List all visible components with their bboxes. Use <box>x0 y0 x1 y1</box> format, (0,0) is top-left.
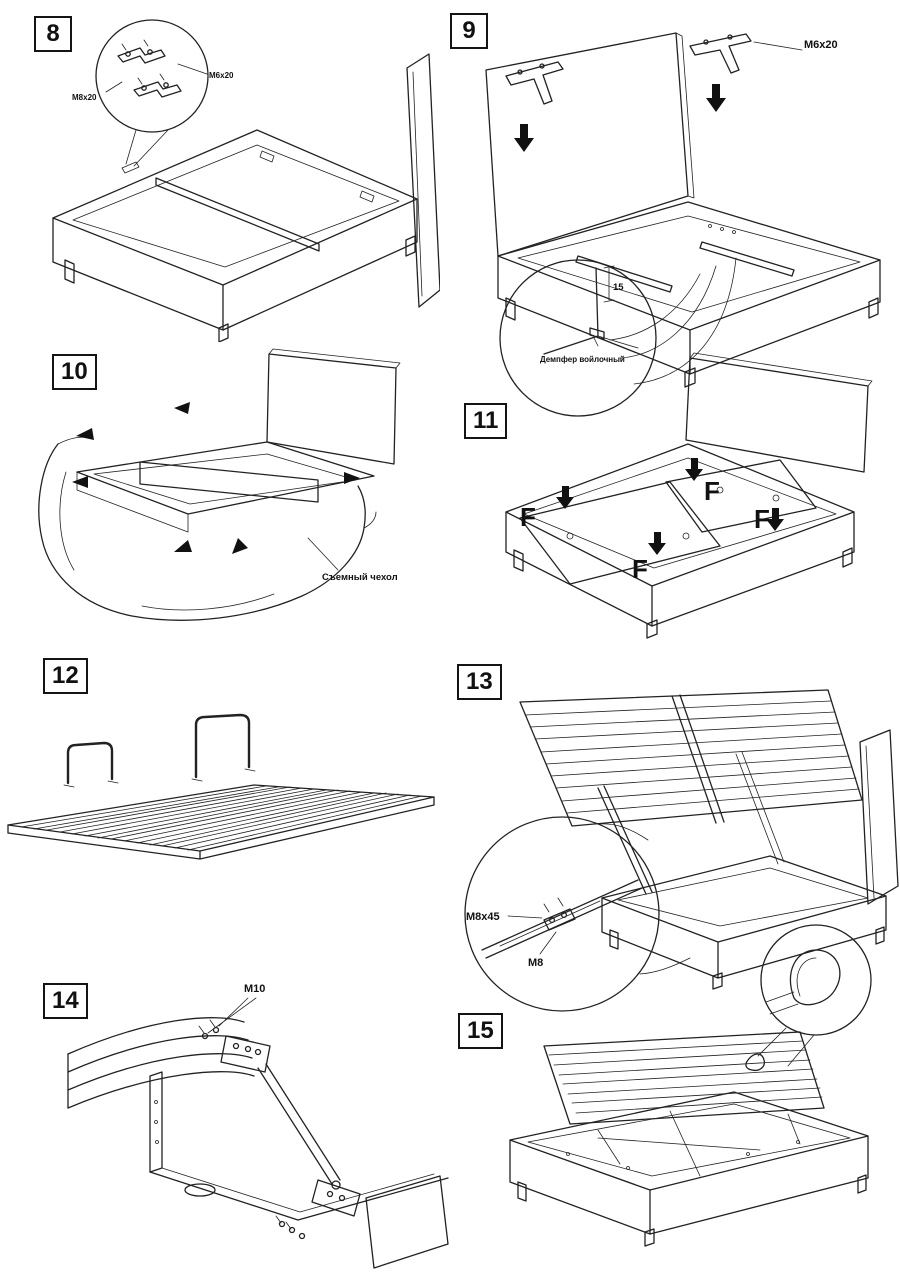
step-15-panel <box>448 924 900 1276</box>
down-arrow-icon <box>706 84 726 112</box>
bed-frame <box>601 855 887 990</box>
step-11-drawing: F F F F <box>505 352 873 639</box>
strap-callout-circle <box>760 924 872 1036</box>
mounting-bracket-left <box>505 61 564 105</box>
down-arrow-icon <box>766 508 784 531</box>
step-number: 11 <box>473 407 499 434</box>
bolt-label-m8x45: M8x45 <box>466 911 500 923</box>
frame-corner <box>149 1071 449 1269</box>
bottom-panels <box>519 459 817 585</box>
step-8-panel: M8x20 M6x20 <box>10 8 440 342</box>
step-8-number-box: 8 <box>34 16 72 52</box>
arrow-icon <box>344 472 360 484</box>
gas-struts <box>597 751 785 895</box>
arrow-icon <box>72 476 88 488</box>
felt-damper-label: Демпфер войлочный <box>540 355 625 364</box>
arrow-icon <box>174 540 192 552</box>
arrow-icon <box>232 538 248 554</box>
insert-arrows <box>556 458 784 555</box>
step-13-drawing: M8x45 M8 <box>464 689 899 1012</box>
down-arrow-icon <box>556 486 574 509</box>
damper-callout-circle <box>499 259 657 417</box>
label-leader-line <box>207 997 257 1034</box>
step-14-number-box: 14 <box>43 983 88 1019</box>
step-9-drawing: M6x20 15 Демпфер войлочный <box>485 32 881 417</box>
removable-cover <box>38 436 377 621</box>
headboard-edge <box>859 729 899 905</box>
bed-frame <box>76 441 375 533</box>
detail-callout-circle <box>95 19 209 167</box>
slat-base-corner <box>67 1017 255 1109</box>
panel-f-mark: F <box>754 504 770 534</box>
storage-box-frame <box>509 1091 869 1247</box>
panel-f-mark: F <box>632 554 648 584</box>
step-13-number-box: 13 <box>457 664 502 700</box>
hinge-bracket <box>198 1019 271 1073</box>
lifted-slat-base <box>519 689 863 827</box>
step-12-drawing <box>7 713 435 860</box>
arrow-icon <box>76 428 94 440</box>
step-10-panel: Съемный чехол <box>22 344 446 630</box>
step-14-drawing: M10 <box>67 983 449 1269</box>
down-arrow-icon <box>648 532 666 555</box>
step-11-number-box: 11 <box>464 403 508 439</box>
step-15-drawing <box>509 924 872 1247</box>
bolt-label-m8x20: M8x20 <box>72 93 97 102</box>
slat-base <box>7 784 435 860</box>
bed-frame <box>52 129 418 342</box>
step-13-panel: M8x45 M8 <box>440 658 900 1020</box>
step-9-panel: M6x20 15 Демпфер войлочный <box>448 6 900 426</box>
down-arrow-icon <box>685 458 703 481</box>
step-number: 8 <box>46 20 60 47</box>
callout-leader-curves <box>609 257 737 385</box>
panel-f-mark: F <box>520 502 536 532</box>
headboard <box>685 352 873 473</box>
bolt-label-m6x20: M6x20 <box>209 71 234 80</box>
arrow-icon <box>174 402 190 414</box>
step-12-number-box: 12 <box>43 658 88 694</box>
bolt-label-m10: M10 <box>244 983 265 995</box>
step-11-panel: F F F F <box>458 340 900 670</box>
step-number: 14 <box>52 987 79 1014</box>
callout-leader-curves <box>599 823 691 975</box>
step-number: 15 <box>467 1017 494 1044</box>
step-number: 13 <box>466 668 493 695</box>
down-arrow-icon <box>514 124 534 152</box>
headboard-edge <box>406 53 440 308</box>
bed-frame <box>505 443 855 639</box>
step-15-number-box: 15 <box>458 1013 503 1049</box>
step-number: 12 <box>52 662 79 689</box>
wire-handles <box>63 713 256 788</box>
step-9-number-box: 9 <box>450 13 488 49</box>
mounting-bracket-right <box>689 33 803 74</box>
bolt-label-m6x20: M6x20 <box>804 39 838 51</box>
dimension-label-15: 15 <box>613 282 624 293</box>
headboard <box>266 348 401 465</box>
pull-arrows <box>72 402 360 554</box>
strut-mount-callout-circle <box>464 816 660 1012</box>
step-12-panel <box>0 653 645 870</box>
step-10-drawing: Съемный чехол <box>38 348 401 621</box>
step-number: 10 <box>61 358 88 385</box>
step-number: 9 <box>462 17 476 44</box>
removable-cover-label: Съемный чехол <box>322 572 398 583</box>
nut-label-m8: M8 <box>528 957 543 969</box>
step-14-panel: M10 <box>30 972 450 1270</box>
panel-f-mark: F <box>704 476 720 506</box>
headboard <box>485 32 695 257</box>
step-10-number-box: 10 <box>52 354 97 390</box>
label-leader-line <box>307 537 339 571</box>
open-lid-slat-base <box>543 1031 825 1165</box>
step-8-drawing: M8x20 M6x20 <box>52 19 440 342</box>
